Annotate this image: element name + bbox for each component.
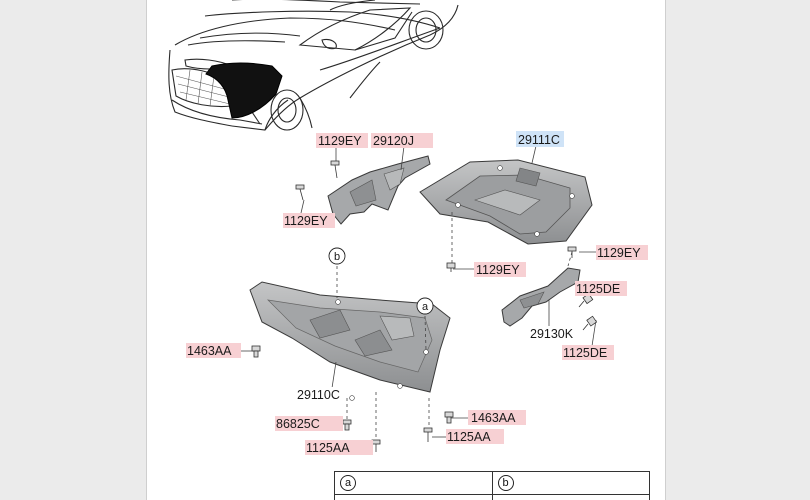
svg-text:1125AA: 1125AA [306, 441, 350, 455]
reference-header-b: b [492, 472, 649, 495]
label-29120j[interactable]: 29120J [371, 133, 433, 148]
bolt-1129ey-top [330, 160, 340, 179]
callout-b: b [328, 247, 346, 265]
svg-text:1125DE: 1125DE [563, 346, 607, 360]
svg-text:1463AA: 1463AA [471, 411, 516, 425]
label-1463aa-left[interactable]: 1463AA [186, 343, 241, 358]
svg-text:29130K: 29130K [530, 327, 574, 341]
bolt-1129ey-right [567, 246, 577, 258]
reference-marker-a: a [340, 475, 356, 491]
car-illustration [168, 0, 459, 131]
svg-text:1463AA: 1463AA [187, 344, 232, 358]
reference-header-a: a [335, 472, 492, 495]
highlighted-undercover-on-car [205, 62, 283, 119]
bolt-1125aa-right [423, 427, 433, 442]
clip-1463aa-right [444, 411, 454, 424]
svg-text:29111C: 29111C [518, 133, 560, 147]
label-1125de-upper[interactable]: 1125DE [575, 281, 627, 296]
svg-text:1129EY: 1129EY [597, 246, 641, 260]
svg-text:b: b [334, 251, 340, 263]
reference-table: a b [334, 471, 650, 500]
svg-text:1125DE: 1125DE [576, 282, 620, 296]
label-1129ey-top[interactable]: 1129EY [316, 133, 368, 148]
reference-marker-b: b [497, 475, 514, 491]
part-29130k-bracket [501, 267, 581, 327]
part-29110c-undercover [249, 281, 451, 401]
svg-text:a: a [422, 301, 429, 313]
label-29111c[interactable]: 29111C [516, 131, 564, 147]
label-1463aa-right[interactable]: 1463AA [468, 410, 526, 425]
svg-text:1125AA: 1125AA [447, 430, 491, 444]
clip-86825c [342, 419, 352, 431]
label-29130k[interactable]: 29130K [529, 326, 575, 341]
label-29110c[interactable]: 29110C [296, 387, 342, 402]
bolt-1125aa-left [371, 439, 381, 452]
reference-column-a: a [335, 472, 493, 500]
svg-text:1129EY: 1129EY [318, 134, 362, 148]
label-1125aa-right[interactable]: 1125AA [446, 429, 504, 444]
svg-text:29110C: 29110C [297, 388, 340, 402]
part-29120j-bracket [327, 155, 431, 225]
label-86825c[interactable]: 86825C [275, 416, 343, 431]
bolt-1125de-lower [582, 315, 598, 331]
reference-column-b: b [492, 472, 649, 500]
part-29111c-shield [419, 159, 593, 245]
svg-text:1129EY: 1129EY [284, 214, 328, 228]
fasteners [251, 160, 598, 452]
callout-a: a [416, 297, 434, 315]
label-1129ey-left[interactable]: 1129EY [283, 213, 335, 228]
bolt-1129ey-center [446, 262, 456, 272]
svg-text:29120J: 29120J [373, 134, 414, 148]
label-1125de-lower[interactable]: 1125DE [562, 345, 614, 360]
svg-text:1129EY: 1129EY [476, 263, 520, 277]
label-1125aa-left[interactable]: 1125AA [305, 440, 373, 455]
svg-text:86825C: 86825C [276, 417, 320, 431]
clip-1463aa-left [251, 345, 261, 358]
label-1129ey-right[interactable]: 1129EY [596, 245, 648, 260]
bolt-1129ey-left [295, 184, 305, 201]
label-1129ey-center[interactable]: 1129EY [474, 262, 526, 277]
